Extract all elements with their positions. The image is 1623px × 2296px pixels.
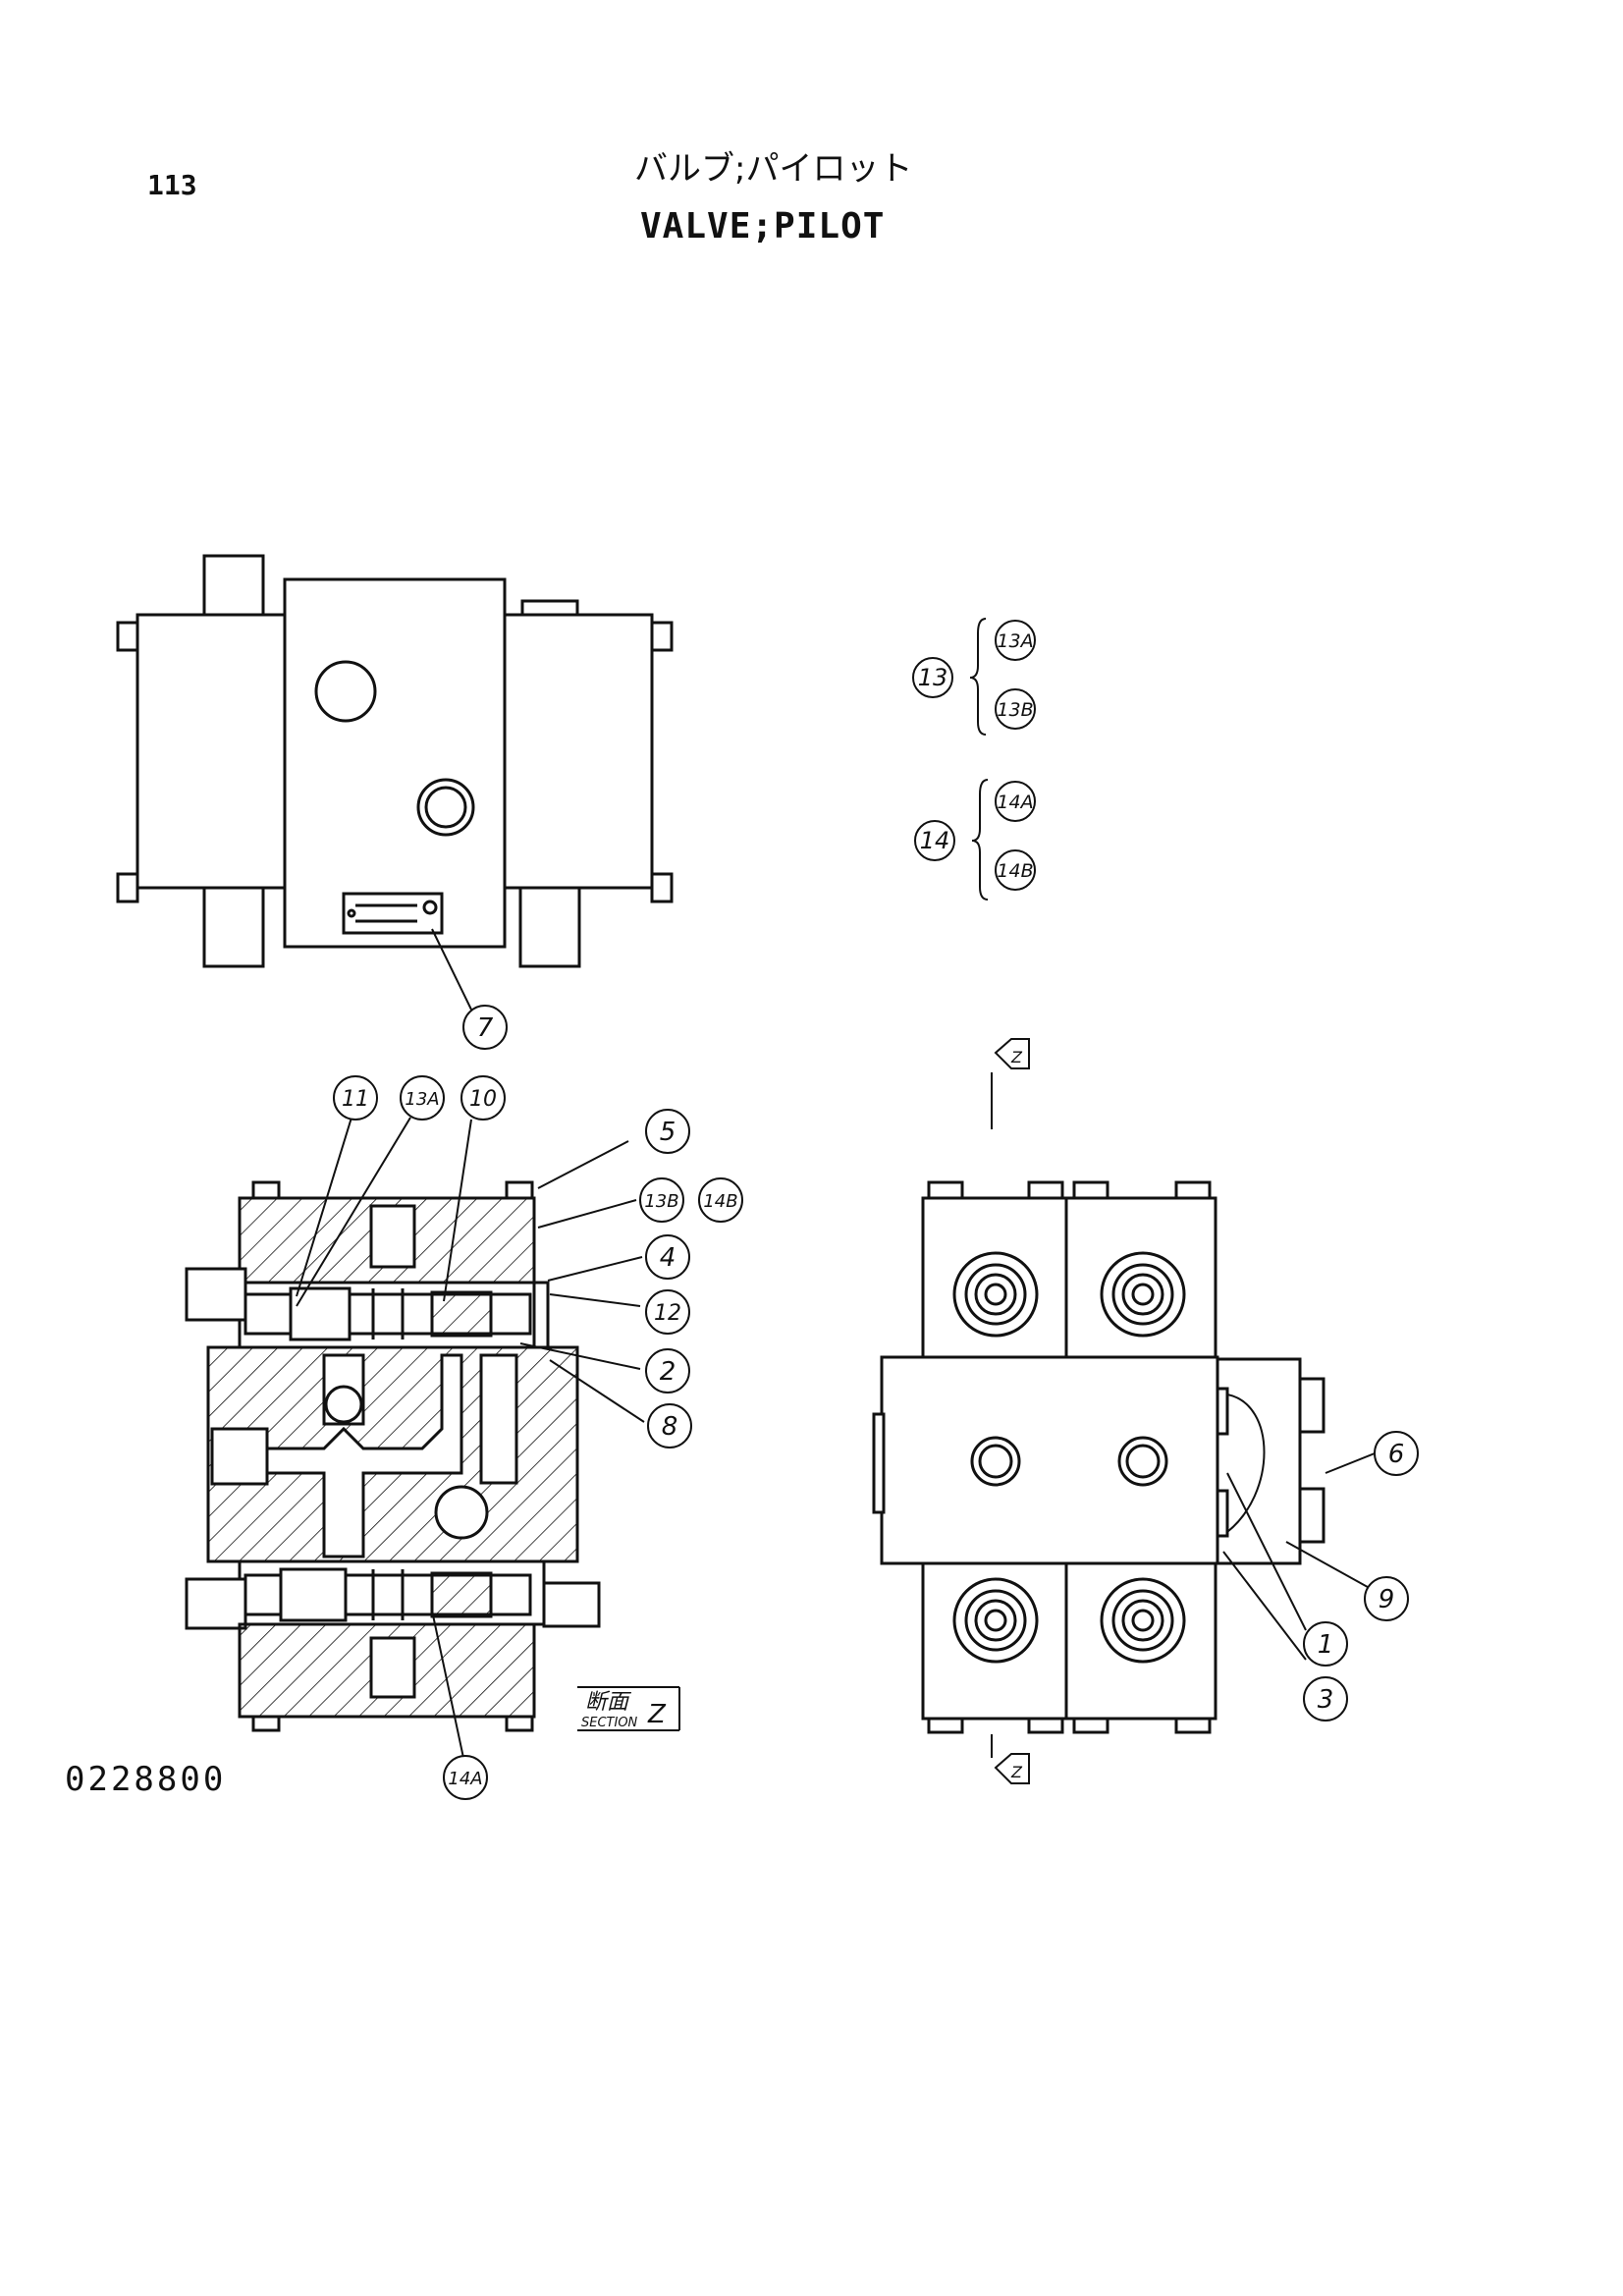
callout-labels: 7 11 13A 10 5 13B 14B 4 12 2 8 14A 6 9 1… (342, 1013, 1404, 1789)
legend-14a: 14A (997, 792, 1033, 813)
legend-group-14 (914, 779, 1036, 901)
section-leaders (296, 1117, 645, 1759)
callout-6: 6 (1388, 1440, 1405, 1469)
legend-14b: 14B (997, 860, 1033, 882)
drawing-number: 0228800 (65, 1760, 227, 1799)
legend-13b: 13B (997, 699, 1033, 721)
legend-group-13 (912, 618, 1036, 736)
section-view (185, 1180, 601, 1732)
callout-7: 7 (477, 1013, 494, 1043)
legend-13a: 13A (997, 630, 1033, 652)
callout-14b: 14B (703, 1191, 737, 1212)
callout-3: 3 (1318, 1685, 1334, 1715)
top-view (116, 554, 674, 1011)
cut-marker-top-letter: Z (1010, 1048, 1023, 1066)
cut-marker-bottom-letter: Z (1010, 1763, 1023, 1781)
side-view (872, 1180, 1325, 1734)
legend-13-label: 13 (918, 664, 948, 691)
callout-11: 11 (342, 1087, 369, 1112)
callout-5: 5 (660, 1118, 676, 1147)
callout-4: 4 (660, 1243, 676, 1273)
callout-12: 12 (654, 1301, 681, 1326)
legend-14-label: 14 (920, 827, 950, 854)
title-japanese: バルブ;パイロット (634, 149, 913, 189)
callout-10: 10 (469, 1087, 497, 1112)
section-label-en: SECTION (581, 1716, 638, 1730)
section-label: 断面 SECTION Z (577, 1686, 680, 1731)
callout-13b: 13B (644, 1191, 678, 1212)
title-english: VALVE;PILOT (640, 206, 886, 246)
callout-9: 9 (1379, 1585, 1395, 1614)
callout-bubbles (333, 1005, 1419, 1800)
callout-1: 1 (1318, 1630, 1334, 1660)
callout-2: 2 (660, 1357, 676, 1387)
side-leaders (991, 1038, 1376, 1784)
callout-8: 8 (662, 1412, 678, 1442)
callout-14a: 14A (448, 1769, 482, 1789)
page-number: 113 (147, 169, 197, 201)
section-label-jp: 断面 (585, 1690, 632, 1715)
section-label-letter: Z (647, 1700, 667, 1729)
callout-13a: 13A (405, 1089, 439, 1110)
